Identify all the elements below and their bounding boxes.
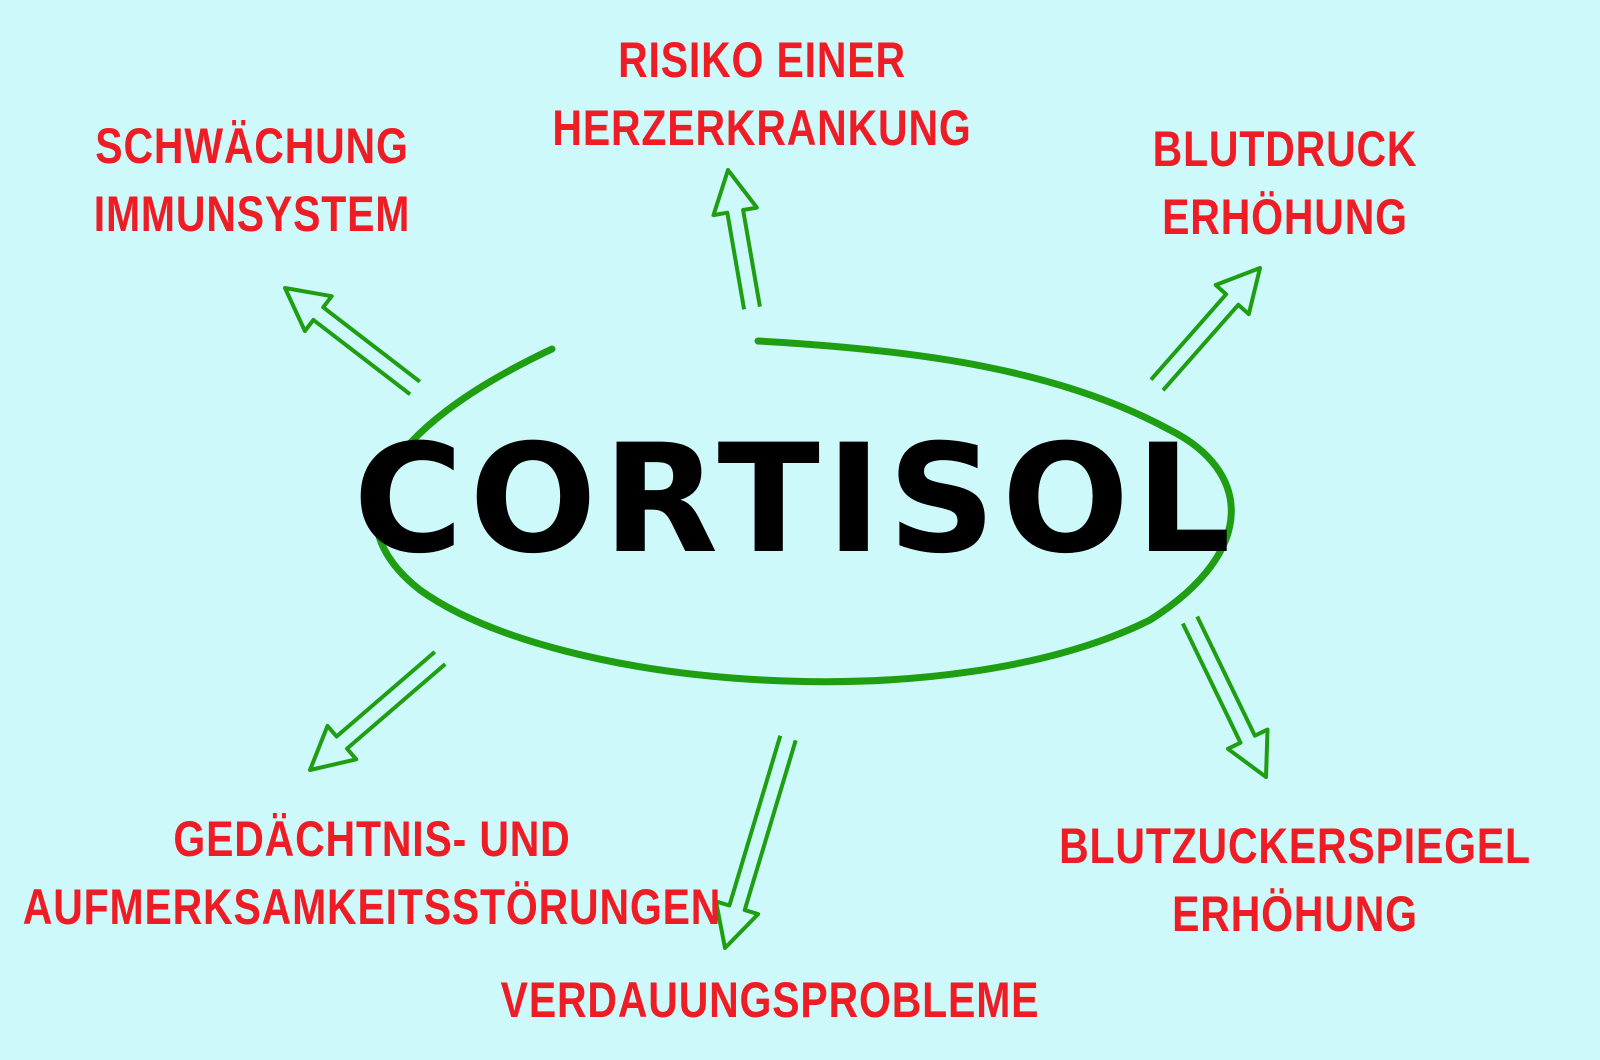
arrow-blood-sugar-icon bbox=[1180, 615, 1270, 779]
arrow-digestion-icon bbox=[714, 735, 798, 950]
arrow-immune-icon bbox=[283, 286, 422, 396]
central-ellipse bbox=[372, 337, 1235, 686]
effect-digestion: VERDAUUNGSPROBLEME bbox=[500, 972, 1040, 1028]
arrow-blood-pressure-icon bbox=[1149, 266, 1262, 392]
center-label: CORTISOL bbox=[353, 413, 1237, 587]
arrow-memory-icon bbox=[308, 650, 447, 772]
arrow-heart-icon bbox=[711, 168, 762, 310]
